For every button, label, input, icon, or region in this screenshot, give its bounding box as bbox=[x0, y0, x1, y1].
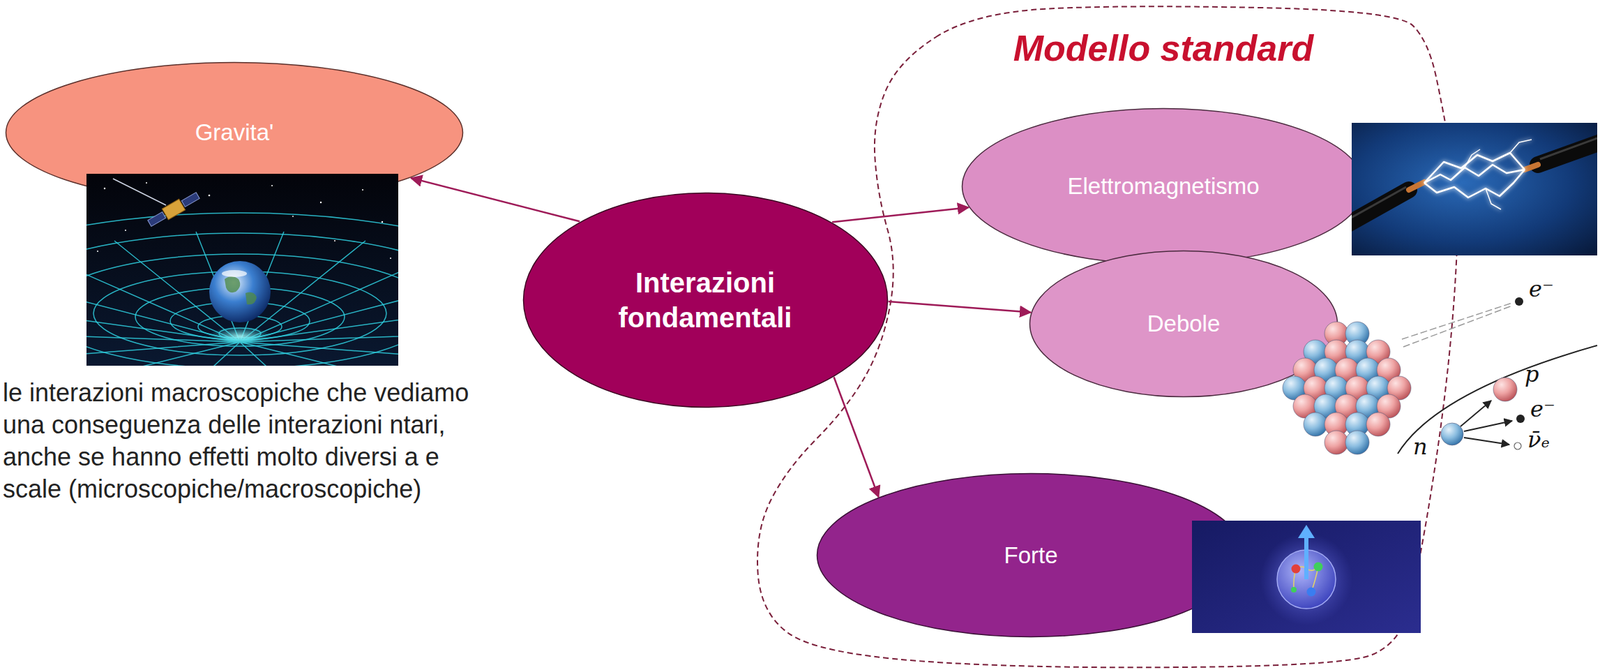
node-label: Gravita' bbox=[195, 118, 275, 147]
gravity-well-glow bbox=[207, 326, 273, 346]
ellipse-fill bbox=[6, 62, 464, 203]
particle-symbol: ν̄ₑ bbox=[1527, 426, 1550, 453]
connector-arrow bbox=[410, 177, 580, 222]
interaction-ellipse: Forte bbox=[816, 472, 1246, 638]
electricity-illustration bbox=[1351, 122, 1598, 256]
quark-blue bbox=[1307, 587, 1317, 597]
gravity-ellipse: Gravita' bbox=[4, 61, 464, 204]
particle-symbol: n bbox=[1413, 433, 1428, 460]
particle-symbol: e⁻ bbox=[1530, 396, 1556, 422]
particle-symbol: p bbox=[1524, 361, 1539, 388]
ellipse-fill bbox=[817, 473, 1245, 637]
electricity-background bbox=[1351, 122, 1598, 256]
strong-background bbox=[1191, 520, 1421, 633]
earth bbox=[209, 260, 271, 323]
node-text-area: Interazioni fondamentali bbox=[522, 191, 889, 409]
quark-green bbox=[1314, 562, 1324, 572]
earth-clouds bbox=[221, 269, 247, 277]
connector-arrow bbox=[834, 376, 879, 497]
node-label: Elettromagnetismo bbox=[1067, 172, 1259, 201]
node-label: Interazioni fondamentali bbox=[590, 265, 821, 335]
decay-arrow-proton bbox=[1460, 400, 1492, 427]
label-holder: p bbox=[1524, 361, 1539, 388]
label-holder: n bbox=[1413, 433, 1428, 460]
wire-right bbox=[1524, 164, 1538, 170]
node-text-area: Gravita' bbox=[4, 61, 464, 204]
root-ellipse: Interazioni fondamentali bbox=[522, 191, 889, 409]
nucleons bbox=[1282, 321, 1411, 455]
ellipse-shape bbox=[522, 191, 889, 409]
wire-left bbox=[1408, 182, 1425, 190]
cable-right-highlight bbox=[1540, 138, 1598, 160]
electron-dot bbox=[1514, 297, 1524, 306]
proton-glow bbox=[1260, 532, 1353, 625]
decay-electron bbox=[1516, 414, 1525, 423]
interaction-ellipse: Debole bbox=[1028, 249, 1339, 398]
node-label: Debole bbox=[1147, 309, 1221, 338]
node-label: Forte bbox=[1003, 541, 1058, 570]
ellipse-fill bbox=[962, 108, 1365, 265]
cable-left bbox=[1351, 189, 1409, 229]
region-title: Modello standard bbox=[1013, 27, 1314, 70]
note-text: le interazioni macroscopiche che vediamo… bbox=[2, 376, 498, 505]
nucleus-illustration bbox=[1282, 297, 1598, 455]
quark-red bbox=[1291, 564, 1301, 574]
ellipse-fill bbox=[523, 193, 888, 408]
cable-right bbox=[1537, 140, 1598, 165]
node-text-area: Forte bbox=[816, 472, 1246, 638]
label-holder: e⁻ bbox=[1530, 396, 1556, 422]
decay-arrow-neutrino bbox=[1463, 437, 1510, 445]
interaction-ellipse: Elettromagnetismo bbox=[961, 107, 1366, 266]
ellipse-fill bbox=[1030, 251, 1338, 397]
label-holder: le interazioni macroscopiche che vediamo… bbox=[2, 376, 498, 505]
label-holder: ν̄ₑ bbox=[1527, 426, 1550, 453]
quark-green-small bbox=[1291, 586, 1297, 593]
particle-symbol: e⁻ bbox=[1528, 276, 1554, 303]
electron-track bbox=[1401, 302, 1513, 347]
cable-left-highlight bbox=[1351, 186, 1407, 221]
satellite bbox=[146, 189, 201, 229]
earth-land bbox=[224, 276, 257, 305]
node-text-area: Debole bbox=[1028, 249, 1339, 398]
decay-arrow-electron bbox=[1463, 420, 1513, 432]
spacetime-grid bbox=[86, 212, 399, 366]
antineutrino bbox=[1514, 442, 1522, 450]
satellite-beam bbox=[112, 178, 166, 206]
label-holder: e⁻ bbox=[1528, 276, 1554, 303]
strong-force-illustration bbox=[1191, 520, 1421, 633]
stars bbox=[96, 182, 392, 259]
lightning bbox=[1424, 139, 1532, 210]
standard-model-region: Modello standardElettromagnetismoDeboleF… bbox=[753, 2, 1462, 670]
spin-arrow-head bbox=[1297, 524, 1315, 538]
decay-arc bbox=[1397, 345, 1598, 454]
space-background bbox=[86, 173, 399, 366]
spacetime-illustration bbox=[86, 173, 399, 366]
neutron bbox=[1440, 422, 1464, 445]
connector-arrow bbox=[832, 207, 969, 222]
node-text-area: Elettromagnetismo bbox=[961, 107, 1366, 266]
dashed-outline bbox=[757, 6, 1458, 667]
connector-arrow bbox=[888, 301, 1031, 312]
proton bbox=[1493, 377, 1518, 402]
spin-arrow bbox=[1304, 535, 1309, 579]
dashed-region-outline bbox=[753, 2, 1462, 670]
